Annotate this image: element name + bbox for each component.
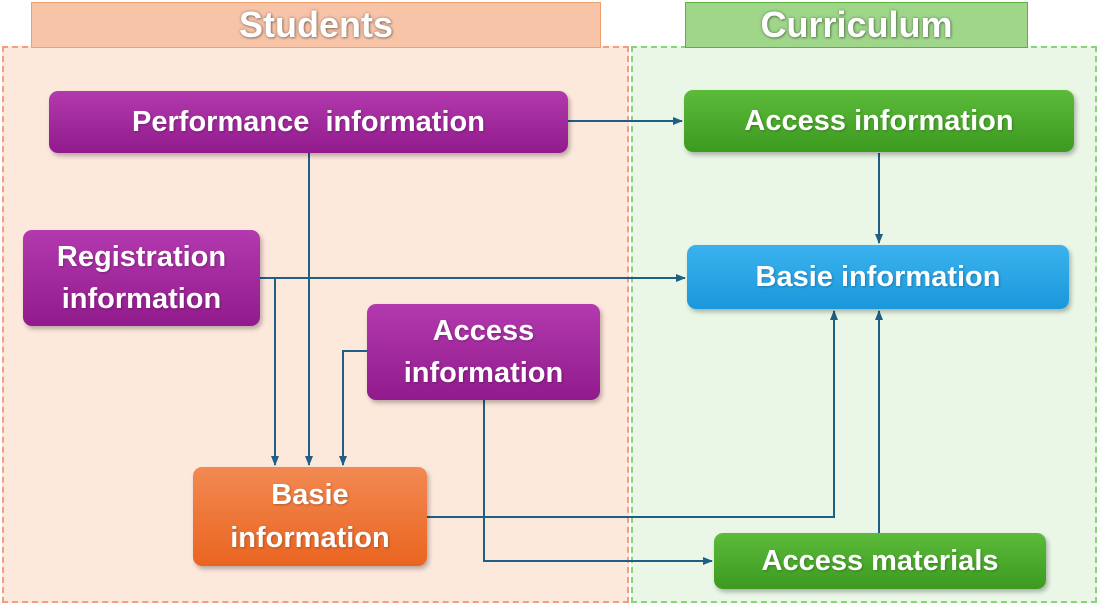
edge-student-access-to-student-basie: [339, 350, 367, 466]
curriculum-basie-label: Basie information: [755, 260, 1001, 293]
edge-registration-to-student-basie: [260, 277, 279, 466]
performance-information-node[interactable]: Performance information: [49, 91, 568, 153]
student-access-label-line-2: information: [403, 357, 564, 389]
curriculum-access-information-node[interactable]: Access information: [684, 90, 1074, 152]
student-basie-label-line-2: information: [230, 521, 390, 554]
registration-label-line-1: Registration: [56, 240, 227, 273]
performance-information-label: Performance information: [132, 105, 485, 138]
students-header: Students: [31, 2, 601, 48]
student-basie-information-node[interactable]: Basie information: [193, 467, 427, 566]
student-access-information-node[interactable]: Access information: [367, 304, 600, 400]
student-basie-label-line-1: Basie: [271, 479, 349, 512]
registration-label-line-2: information: [61, 283, 222, 315]
edge-student-access-to-access-materials: [483, 400, 713, 565]
curriculum-access-label: Access information: [744, 104, 1014, 137]
registration-information-node[interactable]: Registration information: [23, 230, 260, 326]
access-materials-label: Access materials: [761, 544, 999, 577]
curriculum-basie-information-node[interactable]: Basie information: [687, 245, 1069, 309]
access-materials-node[interactable]: Access materials: [714, 533, 1046, 589]
edge-student-basie-to-curriculum-basie: [427, 310, 838, 518]
student-access-label-line-1: Access: [432, 314, 535, 347]
curriculum-header: Curriculum: [685, 2, 1028, 48]
